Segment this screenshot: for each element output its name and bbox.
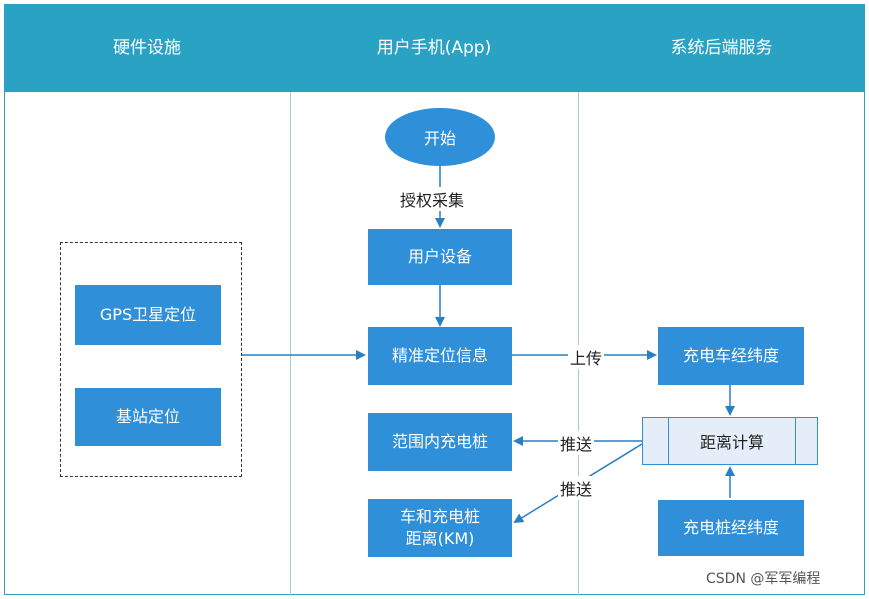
swimlane-header: [4, 4, 865, 92]
calc-label: 距离计算: [699, 433, 764, 452]
node-start: 开始: [385, 108, 495, 166]
node-car-pile-distance: 车和充电桩 距离(KM): [368, 499, 512, 557]
edge-label-push-1: 推送: [558, 431, 595, 455]
edge-label-auth-collect: 授权采集: [398, 187, 467, 211]
lane-title-hardware: 硬件设施: [113, 38, 181, 58]
calc-divider: [668, 418, 669, 464]
node-car-pile-distance-line1: 车和充电桩: [399, 507, 480, 526]
node-nearby-piles: 范围内充电桩: [368, 413, 512, 471]
lane-title-app: 用户手机(App): [376, 38, 492, 58]
calc-divider: [795, 418, 796, 464]
node-distance-calc: 距离计算: [642, 417, 818, 465]
lane-divider: [578, 92, 579, 595]
node-pile-latlng: 充电桩经纬度: [658, 500, 804, 556]
node-gps: GPS卫星定位: [75, 285, 221, 345]
hardware-group: [60, 242, 242, 477]
lane-title-backend: 系统后端服务: [670, 38, 773, 58]
edge-label-upload: 上传: [568, 345, 605, 369]
node-user-device: 用户设备: [368, 229, 512, 285]
node-base-station: 基站定位: [75, 388, 221, 446]
lane-divider: [290, 92, 291, 595]
watermark: CSDN @军军编程: [706, 571, 821, 587]
node-car-latlng: 充电车经纬度: [658, 327, 804, 385]
edge-label-push-2: 推送: [558, 476, 595, 500]
node-precise-location: 精准定位信息: [368, 327, 512, 385]
node-car-pile-distance-line2: 距离(KM): [405, 529, 475, 548]
